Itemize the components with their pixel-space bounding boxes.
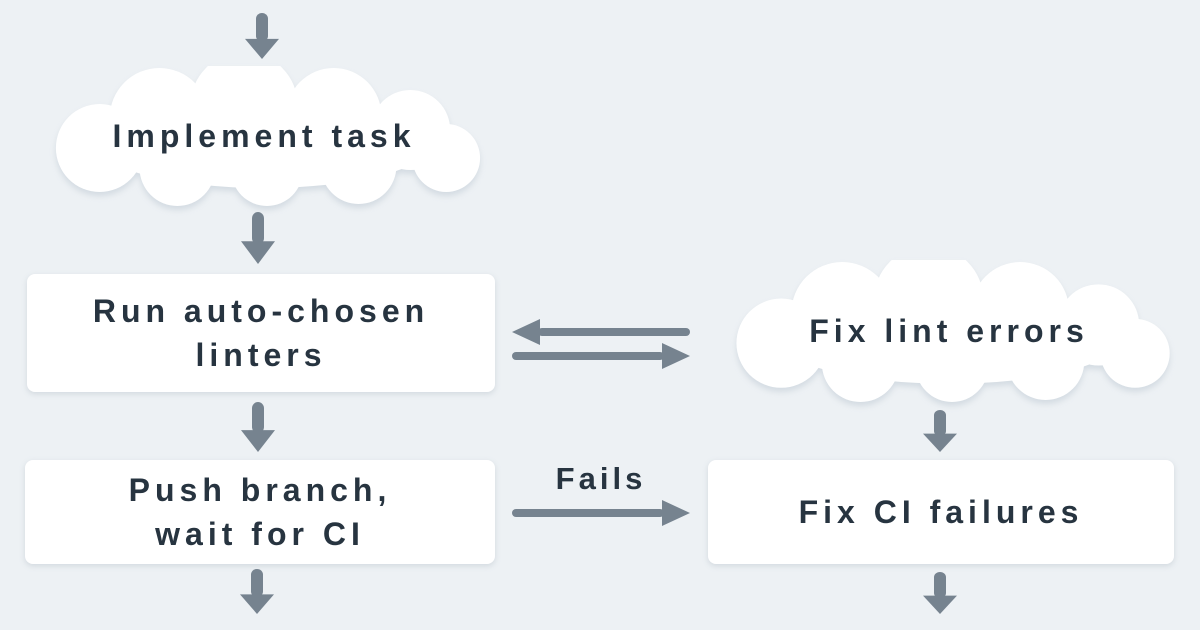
node-label-fix-ci-failures: Fix CI failures: [798, 494, 1084, 530]
arrow-linters-to-push-branch-icon: [241, 402, 275, 452]
node-implement-task: Implement task: [30, 66, 498, 206]
cloud-shape-icon: [55, 66, 481, 206]
node-fix-ci-failures: Fix CI failures: [708, 460, 1174, 564]
arrow-down-into-implement-task-icon: [245, 13, 279, 59]
node-label-run-linters-line1: Run auto-chosen: [92, 293, 430, 329]
arrow-fix-ci-exit-icon: [923, 572, 957, 614]
node-fix-lint-errors: Fix lint errors: [710, 260, 1188, 402]
node-push-branch-wait-for-ci: Push branch, wait for CI: [25, 460, 495, 564]
arrow-linters-to-lint-errors-icon: [512, 343, 690, 369]
arrow-fails-push-branch-to-ci-failures-icon: [512, 500, 690, 526]
arrow-lint-errors-to-linters-icon: [512, 319, 690, 345]
node-label-push-branch-line2: wait for CI: [155, 516, 365, 552]
arrow-lint-errors-to-ci-failures-icon: [923, 410, 957, 452]
node-label-implement-task: Implement task: [112, 118, 416, 154]
cloud-shape-icon: [736, 260, 1170, 402]
node-label-push-branch-line1: Push branch,: [128, 472, 392, 508]
edge-label-fails: Fails: [555, 461, 647, 496]
arrow-push-branch-exit-icon: [240, 569, 274, 614]
node-run-auto-chosen-linters: Run auto-chosen linters: [27, 274, 495, 392]
arrow-implement-to-linters-icon: [241, 212, 275, 264]
node-label-fix-lint-errors: Fix lint errors: [809, 313, 1089, 349]
node-label-run-linters-line2: linters: [195, 337, 327, 373]
